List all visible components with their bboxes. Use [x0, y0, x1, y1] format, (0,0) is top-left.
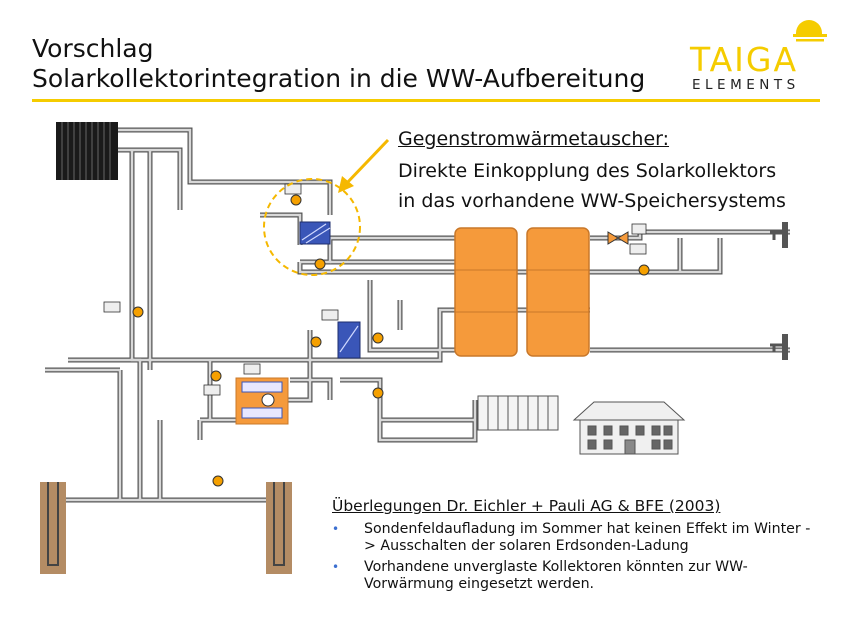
note-item: • Sondenfeldaufladung im Sommer hat kein…	[332, 521, 812, 555]
tap-icon-lower	[770, 334, 788, 360]
sun-icon	[793, 20, 827, 42]
logo-sub: ELEMENTS	[692, 77, 800, 92]
ground-probe-field-left	[40, 482, 66, 574]
mixing-valve-icon	[607, 231, 629, 245]
note-item: • Vorhandene unverglaste Kollektoren kön…	[332, 559, 812, 593]
note-text: Sondenfeldaufladung im Sommer hat keinen…	[364, 521, 811, 554]
counterflow-heat-exchanger	[299, 221, 331, 245]
heat-pump-unit	[235, 377, 289, 425]
taiga-elements-logo: TAIGA ELEMENTS	[689, 20, 827, 92]
radiator	[477, 395, 559, 431]
notes-title: Überlegungen Dr. Eichler + Pauli AG & BF…	[332, 497, 721, 515]
heat-exchanger-2	[337, 321, 361, 359]
pump-icon	[132, 194, 650, 487]
building-icon	[572, 401, 686, 455]
tap-icon-upper	[770, 222, 788, 248]
title-line-2: Solarkollektorintegration in die WW-Aufb…	[32, 64, 646, 93]
title-line-1: Vorschlag	[32, 34, 154, 63]
title-underline	[32, 99, 820, 102]
notes-section: Überlegungen Dr. Eichler + Pauli AG & BF…	[332, 497, 812, 597]
solar-collector	[56, 122, 118, 180]
logo-brand: TAIGA	[689, 40, 798, 79]
hot-water-tank-left	[454, 227, 518, 357]
bullet-icon: •	[332, 522, 340, 536]
hot-water-tank-right	[526, 227, 590, 357]
note-text: Vorhandene unverglaste Kollektoren könnt…	[364, 559, 748, 592]
bullet-icon: •	[332, 560, 340, 574]
callout-arrow	[338, 138, 390, 193]
callout-line-1: Direkte Einkopplung des Solarkollektors	[398, 160, 777, 182]
callout-heading: Gegenstromwärmetauscher:	[398, 128, 670, 150]
callout-line-2: in das vorhandene WW-Speichersystems	[398, 190, 786, 212]
highlight-circle	[263, 178, 361, 276]
controller-icon	[103, 183, 647, 396]
ground-probe-field-right	[266, 482, 292, 574]
